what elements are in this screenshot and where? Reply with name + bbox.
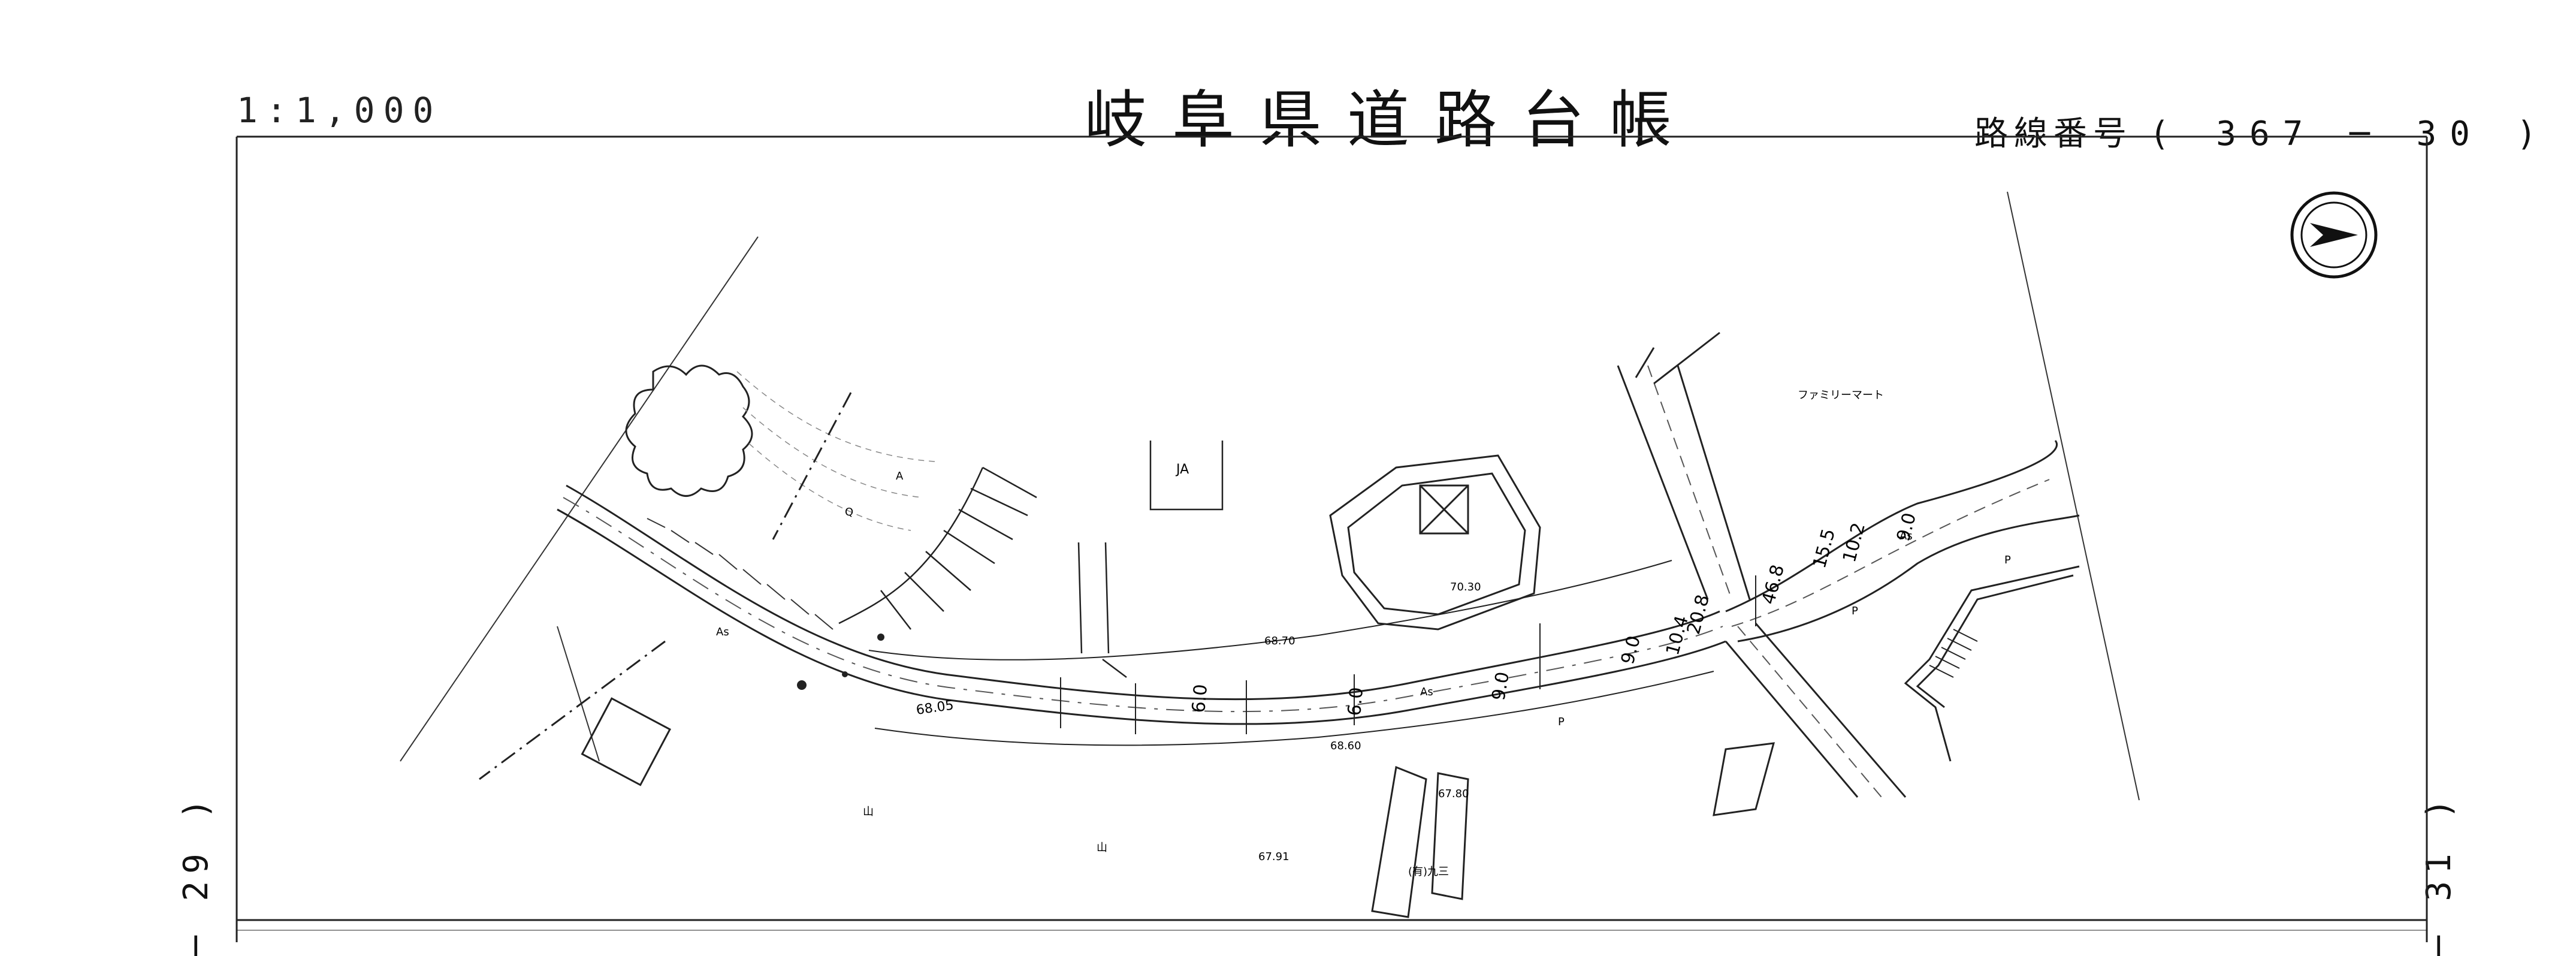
lower-buildings (1371, 331, 1775, 918)
central-building (1329, 454, 1541, 631)
label-as-2: As (1420, 686, 1433, 698)
dimension-ticks (1060, 575, 1756, 734)
label-mountain-1: 山 (863, 806, 874, 818)
label-mountain-2: 山 (1097, 842, 1107, 854)
dim-w3: 9.0 (1488, 670, 1514, 702)
mound-feature (625, 364, 753, 497)
label-elev-c: 67.91 (1258, 851, 1289, 863)
branch-road-right (1617, 365, 2080, 798)
small-building-left (581, 697, 672, 786)
label-a1: A (896, 470, 904, 482)
road-edges (557, 484, 1726, 746)
label-ja: JA (1175, 462, 1189, 477)
scale-label: 1:1,000 (237, 90, 442, 131)
label-elev-a: 68.70 (1264, 635, 1295, 647)
sheet-title: 岐阜県道路台帳 (1085, 83, 1698, 156)
label-p1: P (1558, 716, 1565, 728)
route-number-value: ( 367 ─ 30 ) (2149, 114, 2550, 153)
dim-w1: 6.0 (1188, 683, 1212, 714)
retaining-wall-fan (838, 466, 1037, 630)
ja-lot (1149, 441, 1224, 511)
label-elev-b: 70.30 (1450, 581, 1481, 593)
label-as-1: As (716, 626, 729, 638)
building-right (1904, 565, 2080, 762)
label-as-3: As (1899, 530, 1913, 542)
retaining-wall-right (1929, 629, 1978, 678)
label-elevation: 68.05 (915, 698, 955, 718)
branch-dashes (1647, 365, 2050, 798)
label-p2: P (1852, 605, 1858, 617)
north-arrow-icon (2290, 191, 2378, 279)
sheet-frame (235, 135, 2428, 942)
contour-lines (736, 371, 935, 531)
land-boundaries (400, 191, 2140, 801)
route-number: 路線番号 ( 367 ─ 30 ) (1974, 107, 2550, 155)
label-p3: P (2004, 554, 2011, 566)
survey-points (797, 634, 884, 690)
dim-w6: 20.8 (1683, 592, 1714, 637)
label-place-a: (有)九三 (1408, 865, 1449, 878)
dim-w9: 10.2 (1839, 520, 1870, 565)
property-boundary-left (479, 392, 852, 780)
dim-w8: 15.5 (1809, 526, 1840, 571)
road-centerline (563, 497, 1723, 713)
label-q1: Q (845, 506, 853, 518)
label-familymart: ファミリーマート (1798, 389, 1884, 402)
dim-w4: 9.0 (1617, 634, 1645, 667)
label-elev-d: 67.80 (1438, 788, 1469, 800)
driveway-center (1077, 542, 1127, 678)
dim-w7: 46.8 (1758, 562, 1789, 607)
dim-w2: 6.0 (1344, 686, 1367, 717)
mound-hatching (647, 518, 833, 630)
route-label: 路線番号 (1974, 114, 2133, 153)
label-elev-e: 68.60 (1330, 740, 1361, 752)
